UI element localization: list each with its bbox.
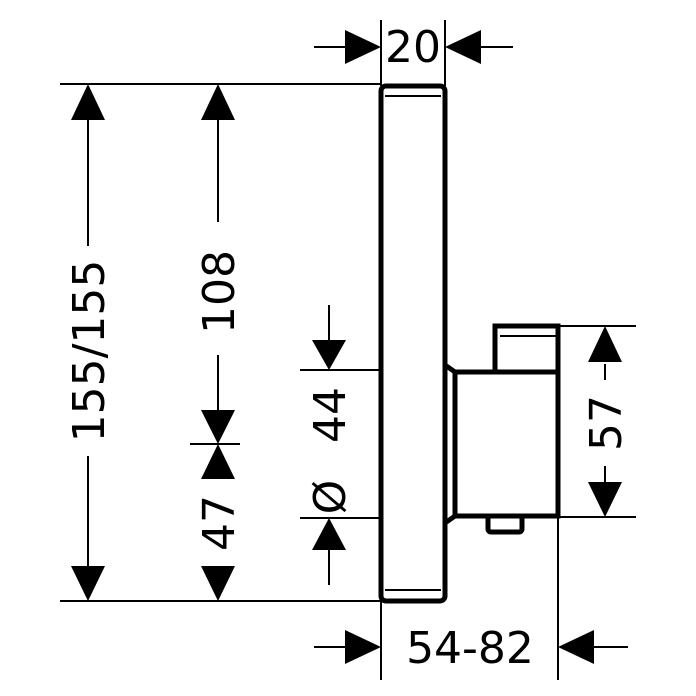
arrow-right-icon [345,30,381,64]
arrow-up-icon [201,84,235,120]
arrow-left-icon [558,630,594,664]
depth-range-label: 54-82 [406,623,534,674]
diameter-dimension: 44 Ø [305,305,356,585]
extension-lines [60,20,636,680]
arrow-up-icon [588,326,622,362]
arrow-down-icon [588,482,622,517]
arrow-up-icon [71,84,105,120]
arrow-down-icon [71,566,105,601]
thermostat-body [443,362,561,526]
arrow-up-icon [312,518,346,550]
bottom-nipple [485,513,525,535]
arrow-left-icon [445,30,481,64]
faceplate [378,83,448,604]
diameter-symbol-icon: Ø [305,480,356,515]
arrow-up-icon [201,444,235,479]
arrow-right-icon [345,630,381,664]
arrow-down-icon [312,340,346,370]
arrow-down-icon [201,566,235,601]
upper-height-label: 108 [194,250,245,334]
depth-dimension: 54-82 [314,623,628,674]
total-height-dimension: 155/155 [64,84,115,601]
arrow-down-icon [201,410,235,444]
total-height-label: 155/155 [64,260,115,443]
upper-height-dimension: 108 [194,84,245,444]
top-module [492,323,561,375]
width-label: 20 [385,22,441,73]
lower-height-dimension: 47 [194,444,245,601]
width-dimension: 20 [314,22,513,73]
diameter-value-label: 44 [305,387,356,443]
module-height-label: 57 [581,395,632,451]
lower-height-label: 47 [194,495,245,551]
module-height-dimension: 57 [581,326,632,517]
